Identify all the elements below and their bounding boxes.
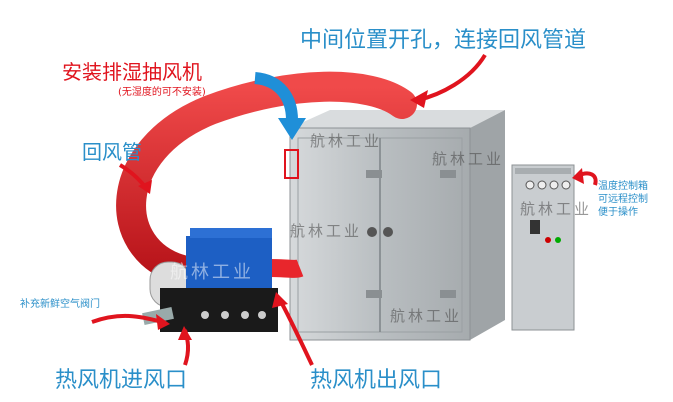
- label-return-duct: 回风管: [82, 140, 142, 164]
- return-duct-hose: [116, 71, 417, 285]
- watermark: 航林工业: [520, 200, 593, 218]
- label-control-box-1: 温度控制箱: [598, 181, 648, 192]
- label-fresh-air-valve: 补充新鲜空气阀门: [20, 299, 100, 310]
- label-exhaust-fan: 安装排湿抽风机: [62, 60, 202, 84]
- label-exhaust-fan-note: (无湿度的可不安装): [118, 87, 206, 98]
- arrow-heads: [138, 90, 584, 340]
- blue-arrow: [254, 72, 298, 121]
- watermark: 航林工业: [390, 307, 463, 325]
- watermark: 航林工业: [170, 262, 254, 283]
- label-control-box-2: 可远程控制: [598, 194, 648, 205]
- watermark: 航林工业: [290, 222, 363, 240]
- label-top-right: 中间位置开孔，连接回风管道: [300, 28, 587, 53]
- outlet-hose: [269, 259, 304, 278]
- control-cabinet: [511, 164, 575, 331]
- watermark: 航林工业: [310, 132, 383, 150]
- blue-arrow-head: [278, 118, 306, 140]
- exhaust-fan-marker: [284, 149, 299, 179]
- watermark: 航林工业: [432, 150, 505, 168]
- oven: [284, 104, 505, 341]
- label-blower-outlet: 热风机出风口: [310, 368, 443, 393]
- label-control-box-3: 便于操作: [598, 207, 638, 218]
- label-blower-inlet: 热风机进风口: [55, 368, 188, 393]
- hot-air-blower: [142, 228, 278, 332]
